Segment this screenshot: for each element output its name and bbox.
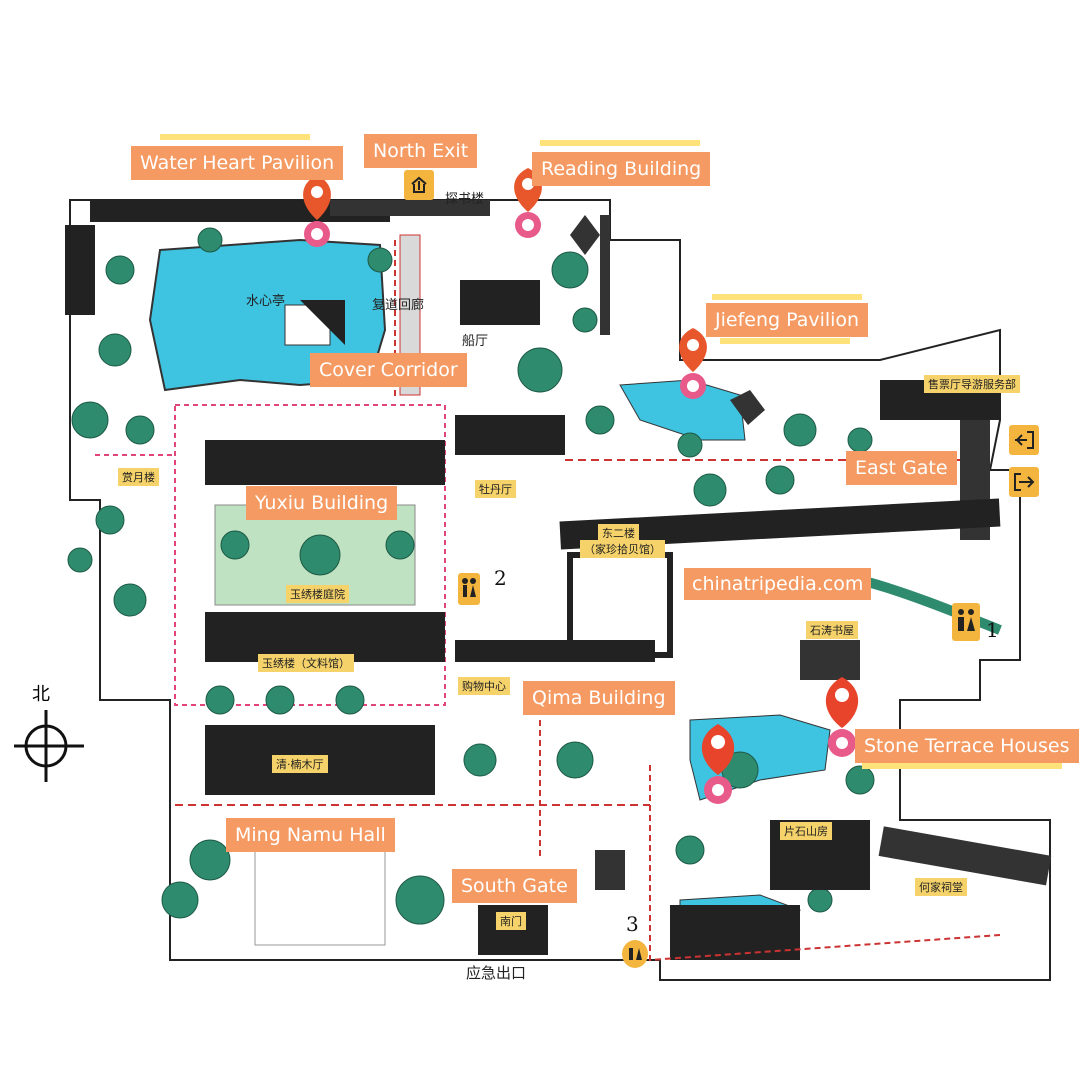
label-stone-terrace-houses[interactable]: Stone Terrace Houses [855,729,1079,763]
cn-label: 石涛书屋 [806,621,858,639]
exit-icon[interactable] [404,170,434,200]
label-cover-corridor[interactable]: Cover Corridor [310,353,467,387]
map-pin-icon[interactable] [679,328,707,399]
cn-label: 探书楼 [445,192,485,207]
map-number: 2 [494,566,507,590]
cn-label: 清·楠木厅 [272,755,328,773]
cn-label: 片石山房 [780,822,832,840]
label-highlight [720,338,850,344]
watermark: chinatripedia.com [684,568,872,600]
cn-label: 玉绣楼庭院 [286,585,349,603]
label-jiefeng-pavilion[interactable]: Jiefeng Pavilion [706,303,869,337]
label-yuxiu-building[interactable]: Yuxiu Building [246,486,398,520]
cn-label: 何家祠堂 [915,878,967,896]
map-pin-icon[interactable] [701,724,735,804]
map-number: 3 [626,912,639,936]
label-reading-building[interactable]: Reading Building [532,152,711,186]
cn-label: 购物中心 [458,677,510,695]
cn-label: 赏月楼 [118,468,159,486]
cn-label: 南门 [496,912,526,930]
enter-icon[interactable] [1009,425,1039,455]
label-water-heart-pavilion[interactable]: Water Heart Pavilion [131,146,344,180]
map-number: 1 [986,618,999,642]
label-east-gate[interactable]: East Gate [846,451,957,485]
map-pin-icon[interactable] [303,175,331,247]
restroom-icon[interactable] [458,573,480,605]
label-highlight [160,134,310,140]
cn-label: 应急出口 [466,964,527,982]
label-north-exit[interactable]: North Exit [364,134,478,168]
cn-label: 东二楼 [598,524,639,542]
map-pin-icon[interactable] [825,677,859,757]
label-south-gate[interactable]: South Gate [452,869,577,903]
cn-label: 玉绣楼（文料馆） [258,654,354,672]
cn-label: （家珍拾贝馆） [580,540,665,558]
restroom-icon[interactable] [622,940,648,968]
cn-label: 售票厅导游服务部 [924,375,1020,393]
label-highlight [862,763,1062,769]
cn-label: 船厅 [462,334,489,349]
exit-icon[interactable] [1009,467,1039,497]
cn-label: 复道回廊 [372,298,425,313]
cn-label: 水心亭 [246,294,286,309]
label-ming-namu-hall[interactable]: Ming Namu Hall [226,818,395,852]
label-highlight [712,294,862,300]
restroom-icon[interactable] [952,603,980,641]
label-highlight [540,140,700,146]
cn-label: 牡丹厅 [475,480,516,498]
north-char: 北 [32,684,50,705]
label-qima-building[interactable]: Qima Building [523,681,675,715]
